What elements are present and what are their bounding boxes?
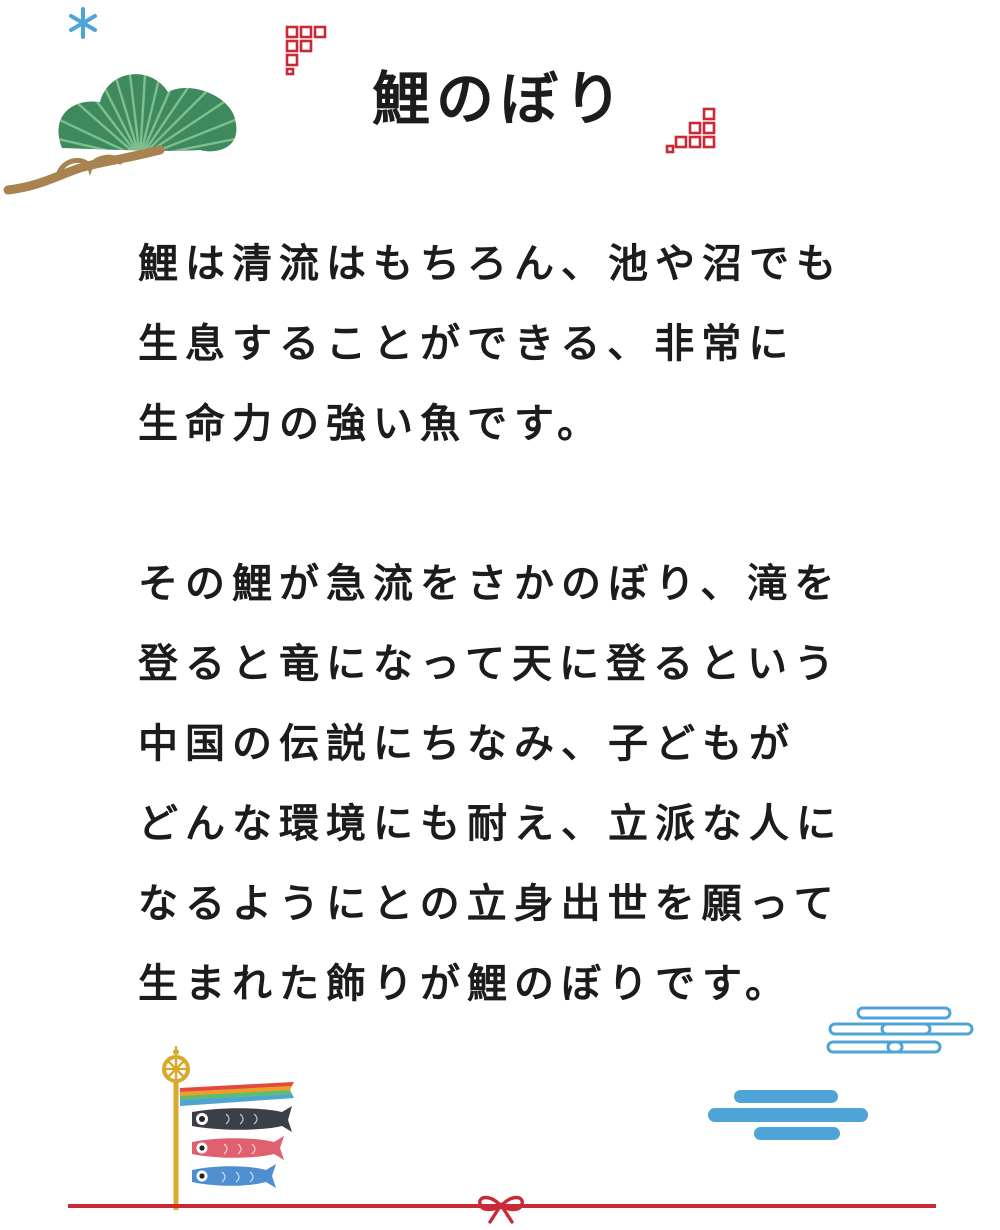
text-line: 中国の伝説にちなみ、子どもが xyxy=(138,721,796,767)
wave-cloud-icon xyxy=(826,1006,974,1054)
text-line: 生命力の強い魚です。 xyxy=(138,401,604,447)
text-line: 生まれた飾りが鯉のぼりです。 xyxy=(138,961,792,1007)
red-lattice-pattern-icon xyxy=(665,107,716,154)
page-title: 鯉のぼり xyxy=(371,65,628,133)
body-text: 鯉は清流はもちろん、池や沼でも 生息することができる、非常に 生命力の強い魚です… xyxy=(138,233,898,1033)
pine-tree-icon xyxy=(3,74,237,195)
text-line: 鯉は清流はもちろん、池や沼でも xyxy=(138,241,843,287)
text-line: なるようにとの立身出世を願って xyxy=(138,881,841,927)
red-lattice-pattern-icon xyxy=(285,25,327,76)
paragraph-gap xyxy=(138,473,898,553)
text-line: 生息することができる、非常に xyxy=(138,321,796,367)
ribbon-bow-icon xyxy=(478,1195,524,1224)
text-line: どんな環境にも耐え、立派な人に xyxy=(138,801,843,847)
koinobori-pole-icon xyxy=(162,1046,294,1210)
asterisk-sparkle-icon xyxy=(69,7,97,39)
text-line: 登ると竜になって天に登るという xyxy=(138,641,841,687)
text-line: その鯉が急流をさかのぼり、滝を xyxy=(138,561,842,607)
wave-cloud-icon xyxy=(708,1090,868,1140)
